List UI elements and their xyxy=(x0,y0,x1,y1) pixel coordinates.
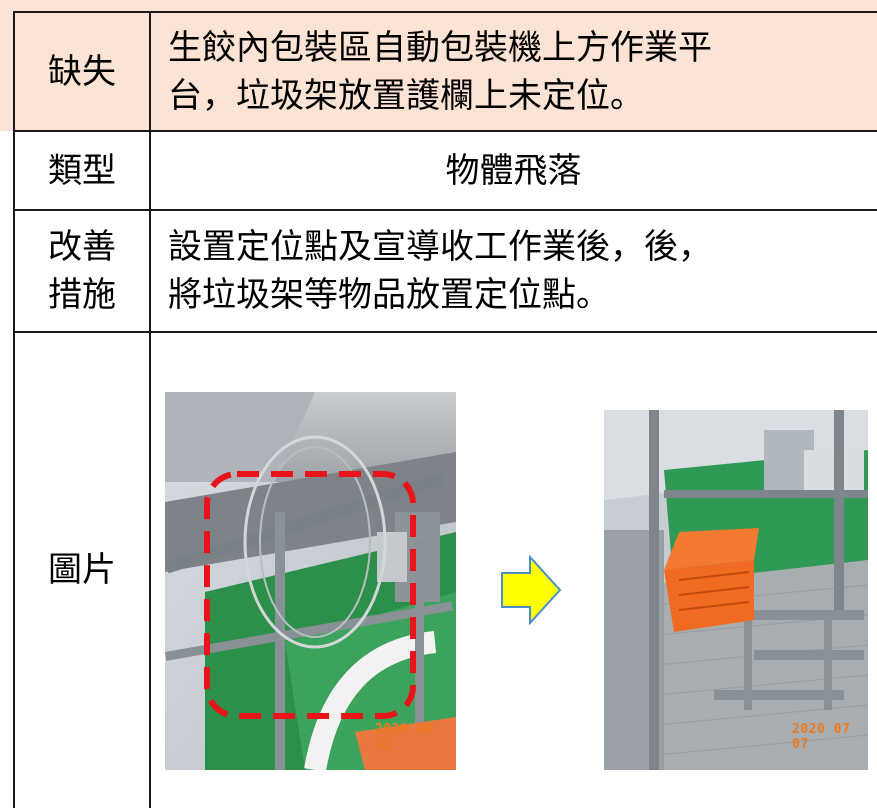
right-arrow-icon xyxy=(501,555,562,625)
label-photos: 圖片 xyxy=(14,332,150,808)
label-deficiency: 缺失 xyxy=(14,12,150,131)
highlight-box xyxy=(204,471,416,719)
photo-before: 2020 06 23 xyxy=(165,392,456,770)
value-deficiency-line-1: 生餃內包裝區自動包裝機上方作業平 xyxy=(168,27,712,68)
label-improvement-line-2: 措施 xyxy=(48,275,116,315)
label-type-text: 類型 xyxy=(48,150,116,191)
row-divider-2 xyxy=(14,209,877,211)
column-divider xyxy=(149,11,151,808)
row-divider-3 xyxy=(14,331,877,333)
value-improvement-line-1: 設置定位點及宣導收工作業後，後， xyxy=(168,227,712,267)
label-deficiency-text: 缺失 xyxy=(48,51,116,92)
table-border-top xyxy=(14,11,877,13)
value-improvement: 設置定位點及宣導收工作業後，後， 將垃圾架等物品放置定位點。 xyxy=(150,210,877,332)
label-type: 類型 xyxy=(14,131,150,210)
table-border-left xyxy=(13,11,15,808)
label-photos-text: 圖片 xyxy=(48,550,116,590)
photo-before-date-stamp: 2020 06 23 xyxy=(375,722,434,752)
row-divider-1 xyxy=(14,130,877,132)
label-improvement: 改善 措施 xyxy=(14,210,150,332)
value-type: 物體飛落 xyxy=(150,131,877,210)
value-type-text: 物體飛落 xyxy=(445,150,582,191)
value-deficiency-line-2: 台，垃圾架放置護欄上未定位。 xyxy=(168,75,644,116)
label-improvement-line-1: 改善 xyxy=(48,227,116,267)
photo-after-date-stamp: 2020 07 07 xyxy=(792,722,851,752)
value-improvement-line-2: 將垃圾架等物品放置定位點。 xyxy=(168,275,610,315)
photo-before-scene xyxy=(165,392,456,770)
photo-after: 2020 07 07 xyxy=(604,410,868,770)
photo-after-scene xyxy=(604,410,868,770)
row-deficiency-bg xyxy=(0,0,877,131)
value-deficiency: 生餃內包裝區自動包裝機上方作業平 台，垃圾架放置護欄上未定位。 xyxy=(150,12,877,131)
